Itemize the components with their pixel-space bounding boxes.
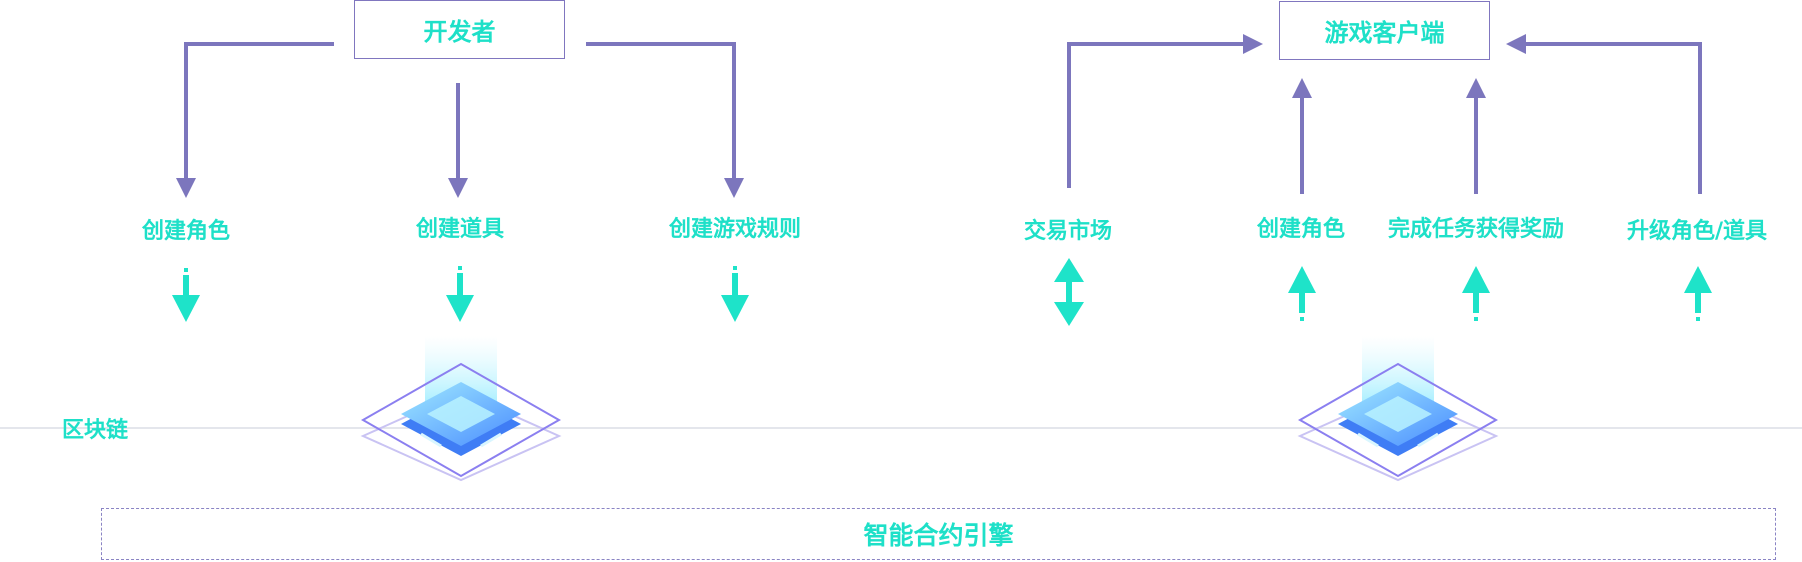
dev-to-create-role	[176, 42, 334, 198]
dev-action-create-rules: 创建游戏规则	[668, 217, 802, 242]
client-action-market: 交易市场	[1023, 219, 1113, 244]
teal-arrow-up-3	[1684, 266, 1712, 321]
market-to-client	[1067, 34, 1263, 188]
teal-up-arrows	[1288, 266, 1712, 321]
teal-arrow-down-2	[446, 266, 474, 322]
teal-arrow-up-2	[1462, 266, 1490, 321]
blockchain-label: 区块链	[62, 418, 129, 443]
teal-arrow-down-1	[172, 268, 200, 322]
upgrade-to-client	[1506, 34, 1702, 194]
blockchain-node-icon	[360, 336, 562, 482]
client-action-upgrade: 升级角色/道具	[1626, 219, 1768, 244]
teal-double-arrow	[1054, 258, 1084, 326]
dev-action-create-item: 创建道具	[415, 217, 505, 242]
client-action-create-role: 创建角色	[1256, 217, 1346, 242]
engine-label: 智能合约引擎	[863, 521, 1014, 550]
teal-arrow-down-3	[721, 266, 749, 322]
game-client-title: 游戏客户端	[1324, 19, 1445, 47]
developer-box: 开发者	[354, 0, 565, 59]
smart-contract-engine: 智能合约引擎	[101, 508, 1776, 560]
client-action-reward: 完成任务获得奖励	[1387, 217, 1565, 242]
developer-title: 开发者	[423, 18, 496, 46]
developer-connectors	[176, 42, 744, 198]
dev-action-create-role: 创建角色	[141, 219, 231, 244]
teal-down-arrows	[172, 266, 749, 322]
teal-arrow-up-1	[1288, 266, 1316, 321]
dev-to-create-rules	[586, 42, 744, 198]
blockchain-node-icon	[1297, 336, 1499, 482]
client-connectors	[1067, 34, 1702, 194]
game-client-box: 游戏客户端	[1279, 1, 1490, 60]
